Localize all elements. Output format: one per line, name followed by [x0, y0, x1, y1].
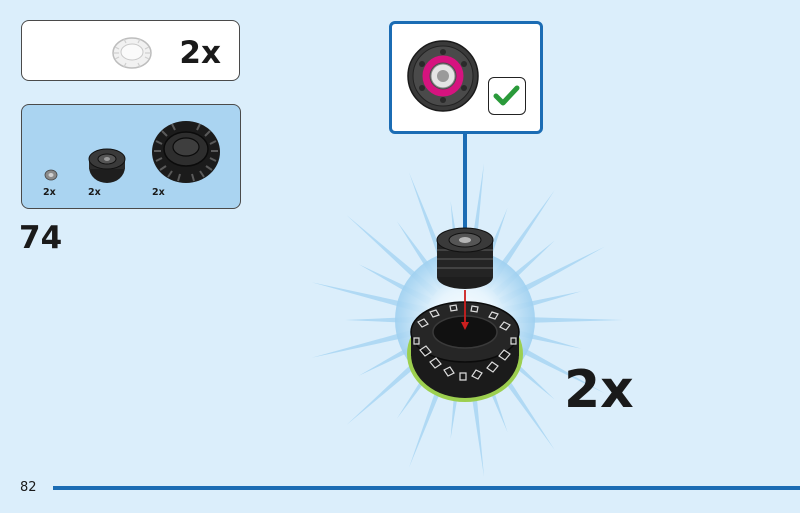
part-qty-wheel-hub: 2x	[88, 187, 101, 198]
result-part-box: 2x	[21, 20, 240, 81]
check-box	[488, 77, 526, 115]
wheel-assembly-illustration	[407, 227, 523, 402]
part-qty-tire: 2x	[152, 187, 165, 198]
callout-box	[389, 21, 543, 134]
part-qty-bushing: 2x	[43, 187, 56, 198]
footer-rule	[53, 486, 800, 490]
page-number: 82	[20, 480, 37, 495]
tire-assembly	[407, 301, 523, 402]
step-number: 74	[19, 220, 63, 256]
result-quantity: 2x	[179, 35, 221, 71]
bushing-icon	[44, 169, 58, 181]
tire-icon	[152, 121, 220, 183]
wheel-hub-assembly	[436, 227, 494, 289]
tire-part-icon	[112, 37, 152, 69]
assembly-multiplier: 2x	[564, 360, 634, 420]
checkmark-icon	[493, 85, 520, 106]
callout-connector	[463, 133, 467, 228]
bushing-highlight-icon	[407, 40, 479, 112]
wheel-hub-icon	[88, 148, 126, 183]
parts-list-box: 2x 2x 2x	[21, 104, 241, 209]
